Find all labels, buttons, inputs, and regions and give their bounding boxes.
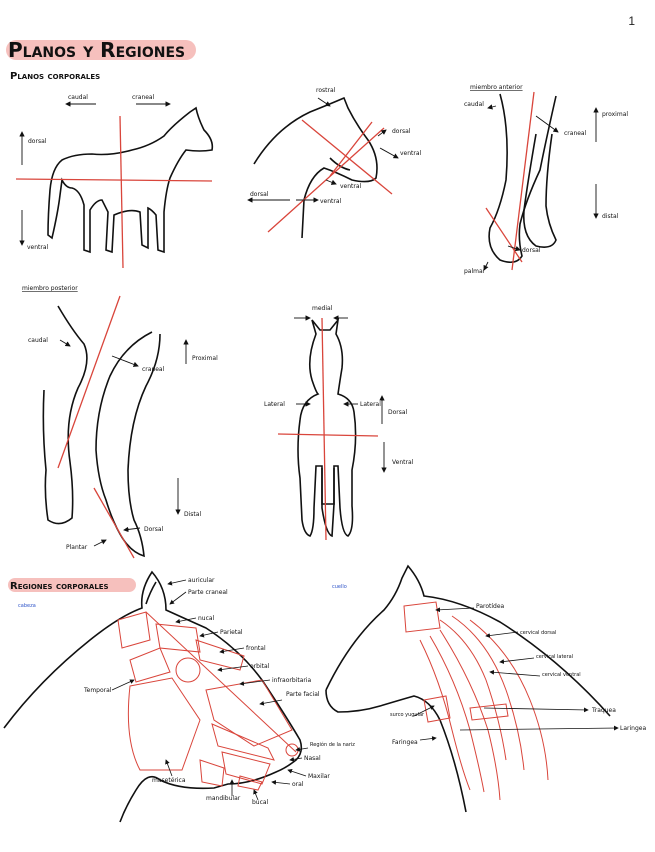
region-maseterica: masetérica [152,777,186,784]
region-auricular: auricular [188,577,215,584]
figure-head-arrows [248,98,398,200]
figure-hind-limb-arrows [60,340,186,546]
label-dorsal-2r: dorsal [392,128,411,135]
label-cuello: cuello [332,584,347,590]
region-orbital: orbital [250,663,270,670]
label-miembro-anterior: miembro anterior [470,84,523,91]
figure-front-limb [489,94,556,262]
figure-neck-regions-outline [326,566,610,812]
label-craneal-1: craneal [132,94,155,101]
region-parietal: Parietal [220,629,243,636]
figure-hind-limb [43,306,160,556]
figure-horse-front-planes [278,318,378,540]
label-ventral-2m: ventral [340,183,362,190]
label-proximal-4: Proximal [192,355,218,362]
label-ventral-2r: ventral [400,150,422,157]
label-ventral-1: ventral [27,244,49,251]
region-mandibular: mandibular [206,795,241,802]
label-dorsal-2l: dorsal [250,191,269,198]
section-heading-planos: Planos corporales [10,71,100,82]
label-cabeza: cabeza [18,603,36,609]
section-heading-regiones: Regiones corporales [10,581,109,592]
region-oral: oral [292,781,304,788]
label-distal-4: Distal [184,511,201,518]
label-ventral-2l: ventral [320,198,342,205]
figure-neck-regions-arrows [414,608,618,740]
region-cervical-dorsal: cervical dorsal [520,630,556,636]
figure-front-limb-planes [486,92,534,270]
label-craneal-4: craneal [142,366,165,373]
label-medial-5: medial [312,305,333,312]
label-miembro-posterior: miembro posterior [22,285,78,292]
label-rostral-2: rostral [316,87,336,94]
label-proximal-3: proximal [602,111,628,118]
label-lateral-5l: Lateral [264,401,285,408]
region-cervical-lateral: cervical lateral [536,654,573,660]
region-maxilar: Maxilar [308,773,330,780]
region-frontal: frontal [246,645,266,652]
label-dorsal-3: dorsal [522,247,541,254]
label-caudal-3: caudal [464,101,484,108]
figure-horse-front [298,320,356,536]
label-craneal-3: craneal [564,130,587,137]
region-infraorbitaria: infraorbitaria [272,677,312,684]
figure-head-planes [268,120,392,232]
region-nasal: Nasal [304,755,321,762]
label-distal-3: distal [602,213,619,220]
region-parte-facial: Parte facial [286,691,320,698]
region-surco-yugular: surco yugular [390,712,425,718]
region-parotidea: Parotídea [476,603,505,610]
label-dorsal-5: Dorsal [388,409,408,416]
region-traquea: Traquea [591,707,616,714]
region-nariz: Región de la nariz [310,741,355,748]
region-bucal: bucal [252,799,269,806]
label-ventral-5: Ventral [392,459,414,466]
region-faringea: Faringea [392,739,418,746]
page-number: 1 [628,14,635,28]
figure-hind-limb-planes [58,296,134,558]
region-cervical-ventral: cervical ventral [542,672,581,678]
figure-head-outline [254,98,377,238]
figure-head-regions-outline [4,572,301,822]
region-nucal: nucal [198,615,215,622]
page-title: Planos y Regiones [8,38,185,62]
figure-head-regions-red [118,612,298,790]
label-caudal-4: caudal [28,337,48,344]
label-lateral-5r: Lateral [360,401,381,408]
label-plantar-4: Plantar [66,544,88,551]
region-parte-craneal: Parte craneal [188,589,228,596]
region-laringea: Laringea [620,725,646,732]
label-caudal-1: caudal [68,94,88,101]
region-temporal: Temporal [83,687,112,694]
label-palmar-3: palmar [464,268,486,275]
label-dorsal-1: dorsal [28,138,47,145]
label-dorsal-4: Dorsal [144,526,164,533]
